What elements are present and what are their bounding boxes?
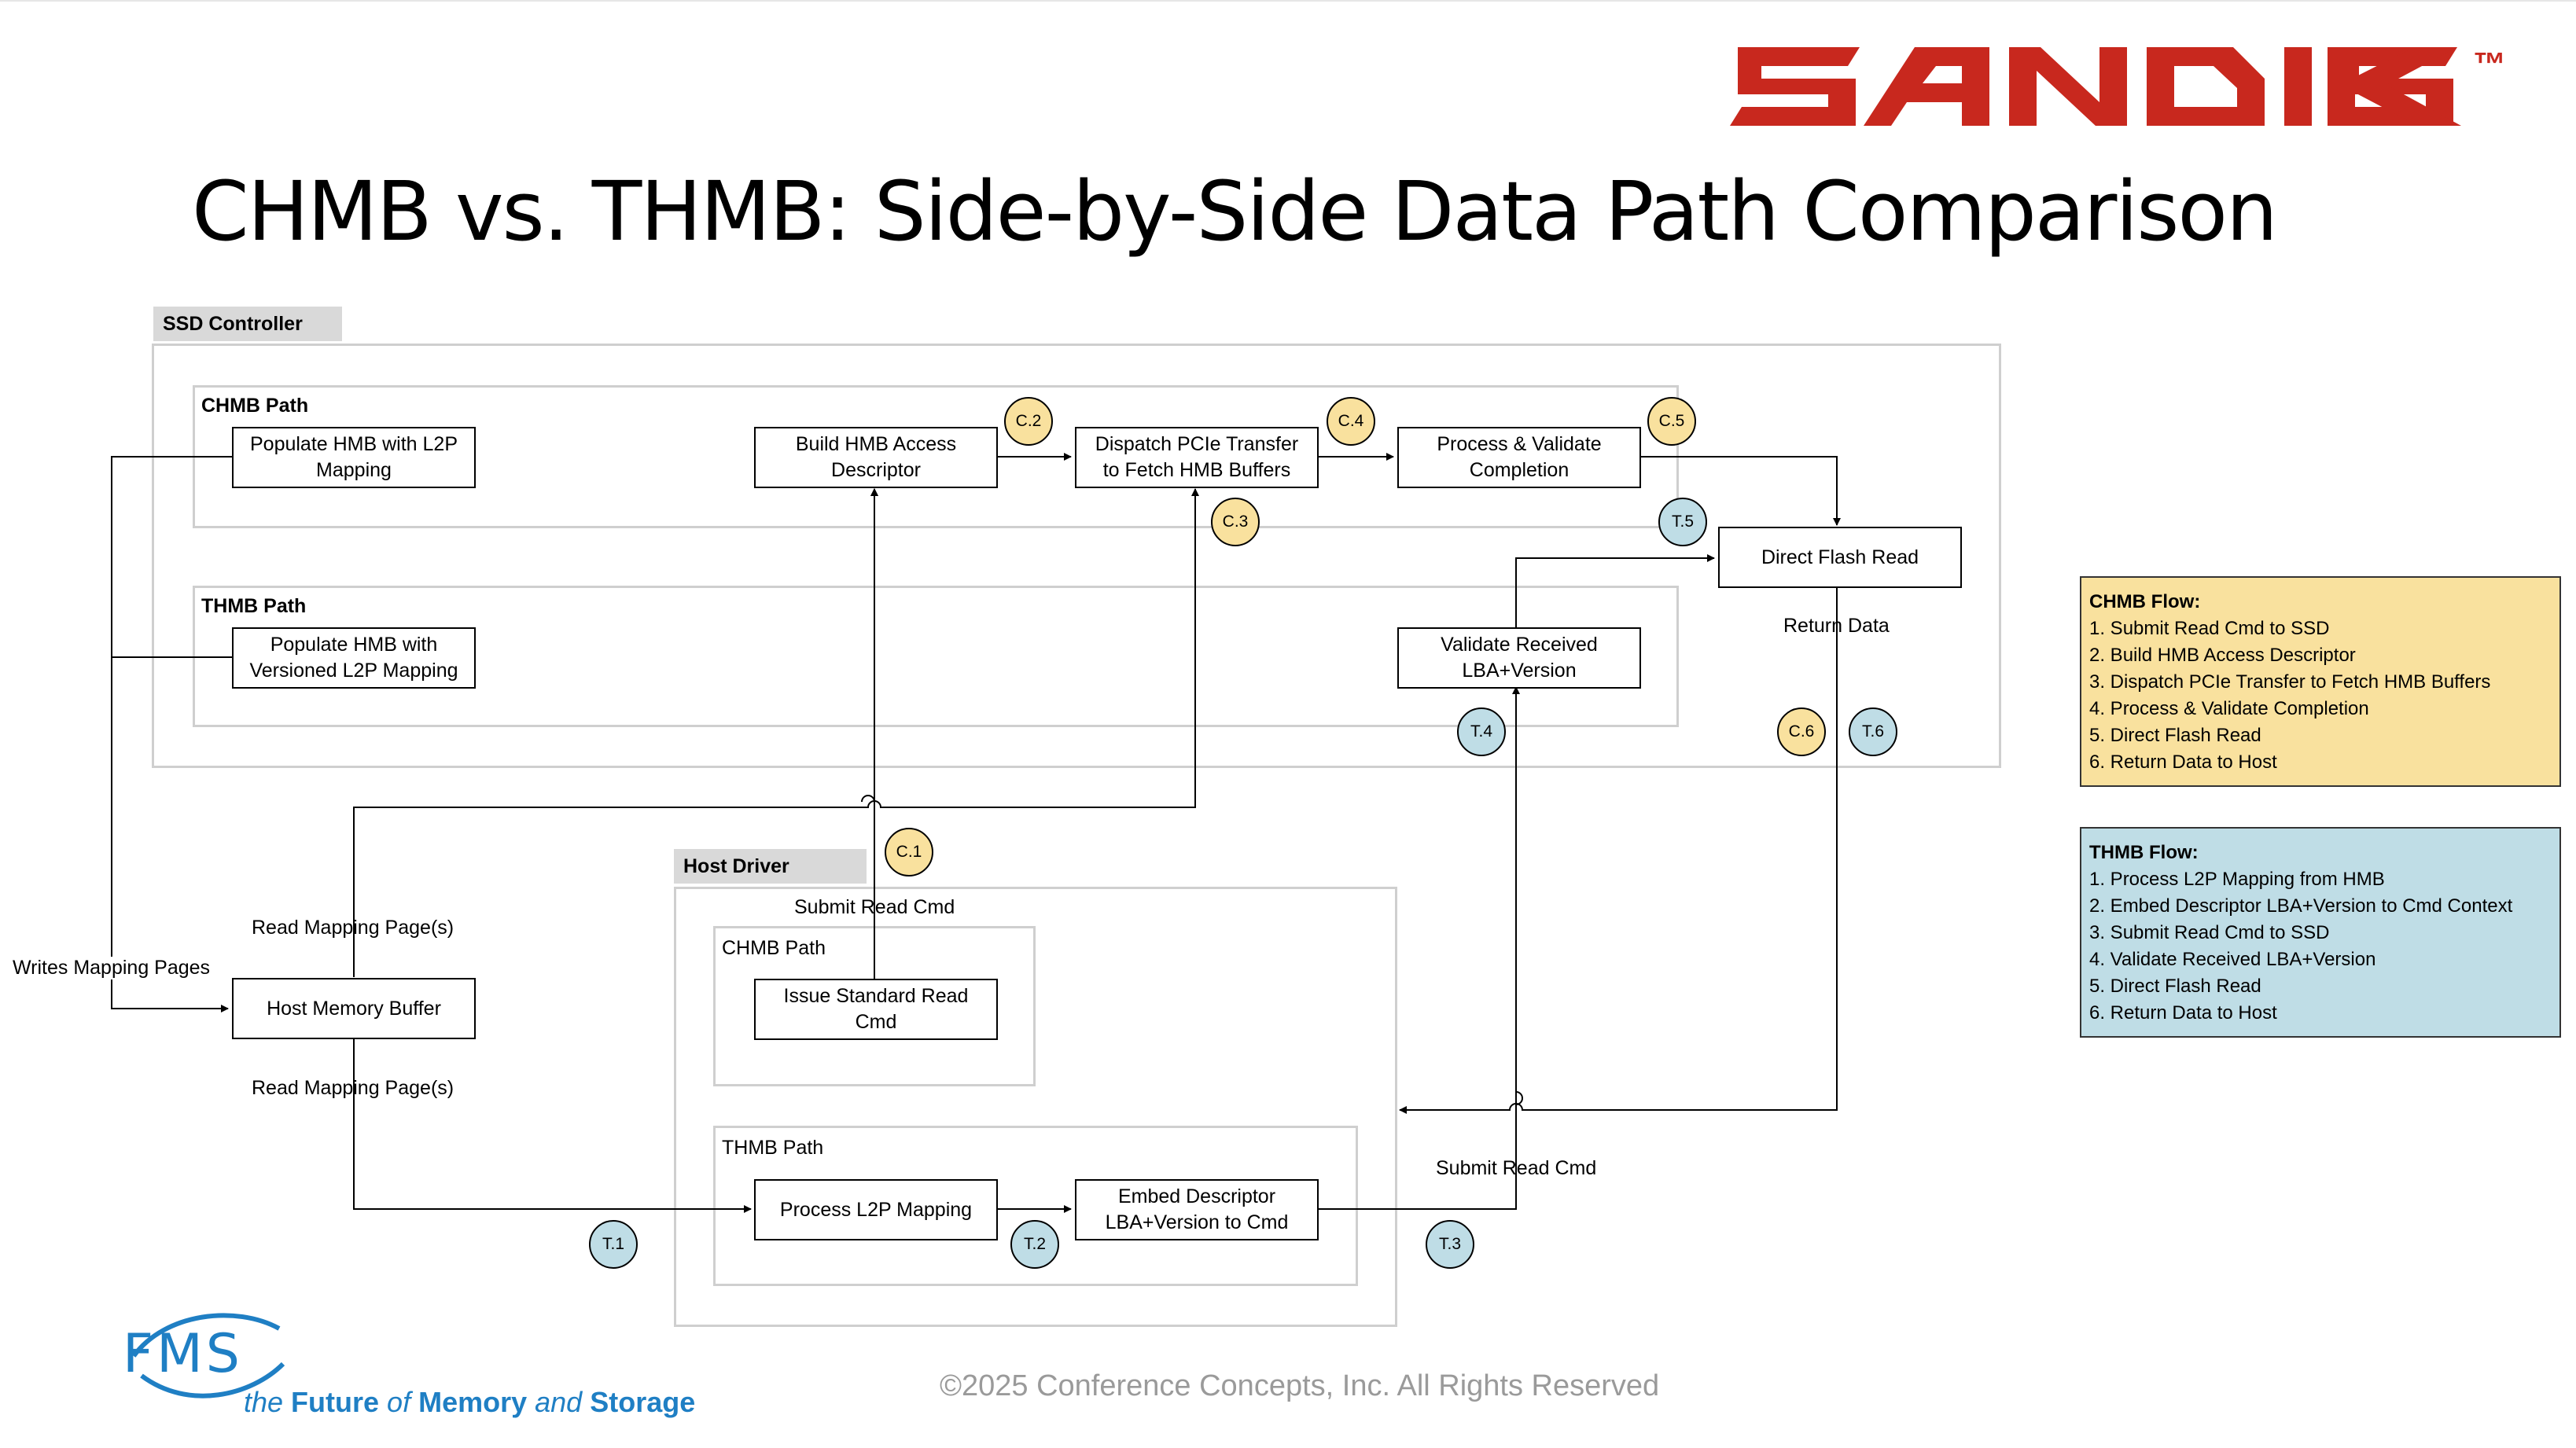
badge-c3: C.3 [1211,498,1260,546]
fms-logo: FMS the Future of Memory and Storage [118,1301,695,1427]
badge-t4: T.4 [1457,707,1506,756]
ssd-controller-tab: SSD Controller [153,307,342,341]
page-title: CHMB vs. THMB: Side-by-Side Data Path Co… [192,164,2278,259]
edge-process-to-flash [1638,456,1841,526]
badge-t6: T.6 [1849,707,1897,756]
fms-tagline-part: Future [291,1386,380,1418]
node-build-descriptor: Build HMB Access Descriptor [754,427,998,488]
legend-chmb-title: CHMB Flow: [2089,591,2201,612]
edge-return-data [1399,588,1838,1114]
legend-thmb-item: 1. Process L2P Mapping from HMB [2089,869,2385,890]
copyright: ©2025 Conference Concepts, Inc. All Righ… [940,1369,1660,1402]
ssd-controller-frame [152,344,2001,768]
node-populate-thmb: Populate HMB with Versioned L2P Mapping [232,627,476,689]
legend-chmb-item: 4. Process & Validate Completion [2089,698,2369,719]
legend-thmb-title: THMB Flow: [2089,842,2199,863]
badge-c1: C.1 [885,828,933,877]
node-issue-standard-read: Issue Standard Read Cmd [754,979,998,1040]
node-process-l2p: Process L2P Mapping [754,1179,998,1240]
fms-logo-text: FMS [123,1323,243,1385]
badge-c2: C.2 [1004,397,1053,446]
trademark: ™ [2473,46,2506,83]
edge-populate-chmb-to-hmb [111,456,232,1012]
legend-chmb-item: 5. Direct Flash Read [2089,725,2261,746]
fms-tagline-part: Storage [590,1386,696,1418]
fms-tagline-part: of [379,1386,419,1418]
fms-tagline: the Future of Memory and Storage [244,1386,695,1419]
fms-tagline-part: and [527,1386,591,1418]
badge-t2: T.2 [1010,1220,1059,1269]
legend-chmb-item: 6. Return Data to Host [2089,752,2277,773]
badge-t1: T.1 [589,1220,638,1269]
label-submit-read-cmd-top: Submit Read Cmd [794,896,955,918]
top-rule [0,0,2576,2]
edge-hmb-to-process-l2p [353,1039,752,1213]
legend-thmb-item: 6. Return Data to Host [2089,1002,2277,1024]
badge-c5: C.5 [1647,397,1696,446]
label-return-data: Return Data [1783,615,1890,637]
label-submit-read-cmd-bottom: Submit Read Cmd [1436,1157,1597,1179]
badge-t5: T.5 [1658,498,1707,546]
legend-thmb-item: 5. Direct Flash Read [2089,976,2261,997]
badge-c4: C.4 [1327,397,1375,446]
edge-hmb-to-dispatch [353,488,1199,977]
node-dispatch-pcie: Dispatch PCIe Transfer to Fetch HMB Buff… [1075,427,1319,488]
host-thmb-path-label: THMB Path [722,1137,824,1159]
badge-c6: C.6 [1777,707,1826,756]
label-writes-mapping: Writes Mapping Pages [11,957,212,979]
host-thmb-path-frame [713,1126,1358,1286]
sandisk-logo-k [2328,47,2461,126]
host-driver-frame [674,887,1397,1327]
node-embed-descriptor: Embed Descriptor LBA+Version to Cmd [1075,1179,1319,1240]
label-read-mapping-top: Read Mapping Page(s) [252,917,454,939]
edge-embed-to-validate [1316,686,1520,1210]
node-populate-chmb: Populate HMB with L2P Mapping [232,427,476,488]
node-process-validate: Process & Validate Completion [1397,427,1641,488]
legend-chmb-list: 1. Submit Read Cmd to SSD 2. Build HMB A… [2089,616,2552,776]
legend-chmb-item: 2. Build HMB Access Descriptor [2089,645,2356,666]
badge-t3: T.3 [1426,1220,1474,1269]
legend-chmb-flow: CHMB Flow: 1. Submit Read Cmd to SSD 2. … [2080,576,2561,787]
legend-chmb-item: 1. Submit Read Cmd to SSD [2089,618,2330,639]
fms-swoosh-icon [131,1313,285,1398]
fms-tagline-part: Memory [418,1386,528,1418]
ssd-chmb-path-label: CHMB Path [201,395,309,417]
host-chmb-path-label: CHMB Path [722,937,826,959]
host-driver-tab: Host Driver [674,849,867,884]
legend-thmb-flow: THMB Flow: 1. Process L2P Mapping from H… [2080,827,2561,1038]
legend-thmb-item: 3. Submit Read Cmd to SSD [2089,922,2330,943]
legend-thmb-item: 2. Embed Descriptor LBA+Version to Cmd C… [2089,895,2513,917]
node-host-memory-buffer: Host Memory Buffer [232,978,476,1039]
sandisk-logo [1730,47,2457,126]
node-validate-lba: Validate Received LBA+Version [1397,627,1641,689]
node-direct-flash-read: Direct Flash Read [1718,527,1962,588]
legend-chmb-item: 3. Dispatch PCIe Transfer to Fetch HMB B… [2089,671,2491,693]
ssd-thmb-path-label: THMB Path [201,595,307,617]
legend-thmb-list: 1. Process L2P Mapping from HMB 2. Embed… [2089,866,2552,1027]
fms-tagline-part: the [244,1386,292,1418]
legend-thmb-item: 4. Validate Received LBA+Version [2089,949,2376,970]
label-read-mapping-bottom: Read Mapping Page(s) [252,1077,454,1099]
